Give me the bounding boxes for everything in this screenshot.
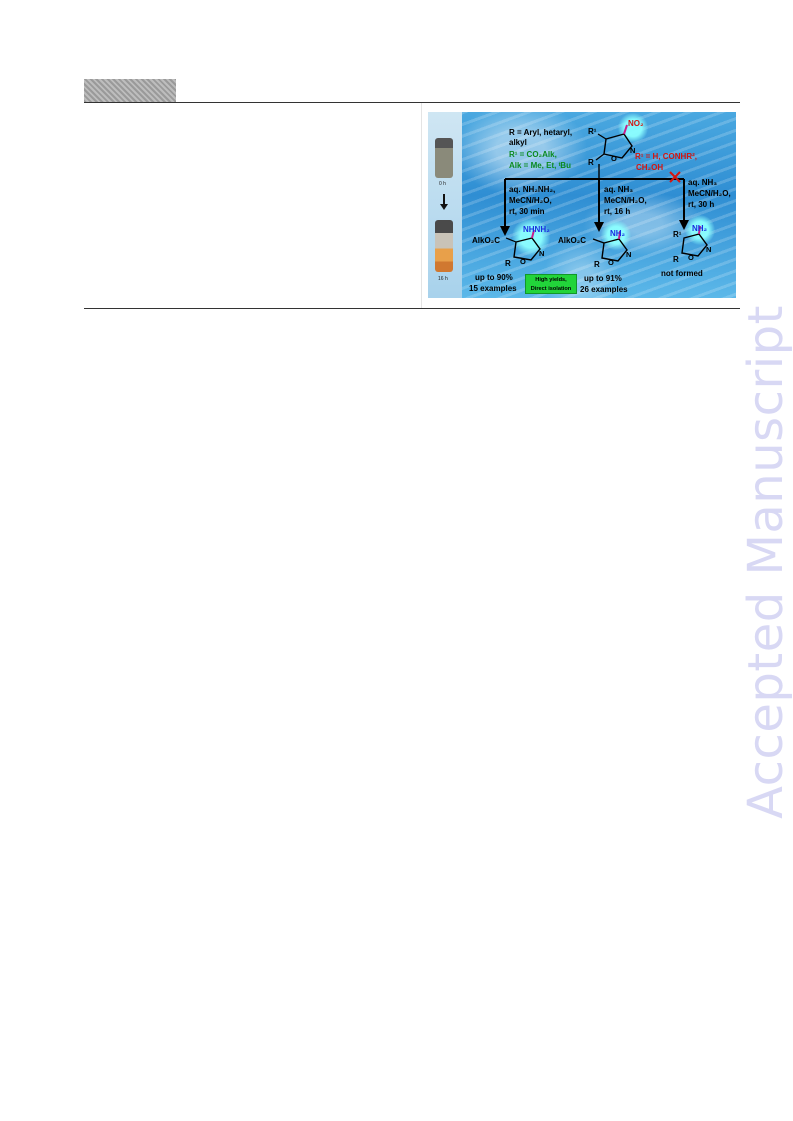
right-arrowhead — [679, 220, 689, 230]
bottom-rule — [84, 308, 740, 309]
vial-end — [435, 220, 453, 272]
amine-mid-glow — [601, 220, 631, 250]
substituent-r1-def: R¹ = CO₂Alk, — [509, 150, 557, 159]
badge-line1: High yields, — [535, 277, 567, 283]
mid-product-r: R — [594, 260, 600, 269]
start-r-label: R — [588, 158, 594, 167]
cond-mid-line3: rt, 16 h — [604, 207, 631, 216]
cond-right-line1: aq. NH₃ — [688, 178, 718, 187]
accepted-manuscript-watermark: Accepted Manuscript — [738, 305, 793, 819]
start-r1-bond — [597, 133, 607, 140]
mid-product-examples: 26 examples — [580, 285, 628, 294]
left-product-r: R — [505, 259, 511, 268]
mid-product-ester: AlkO₂C — [558, 236, 587, 245]
top-rule — [84, 102, 740, 103]
mid-product-ring — [601, 238, 628, 262]
left-product-examples: 15 examples — [469, 284, 517, 293]
nitro-glow — [618, 113, 648, 143]
reaction-scheme — [500, 124, 708, 262]
mid-product-yield: up to 91% — [584, 274, 622, 283]
right-product-r: R — [673, 255, 679, 264]
left-product-ester: AlkO₂C — [472, 236, 501, 245]
start-n-label: N — [630, 146, 636, 155]
cond-mid-line1: aq. NH₃ — [604, 185, 634, 194]
cross-mark-b — [669, 171, 681, 183]
failed-r1-line1: R¹ = H, CONHR², — [635, 152, 697, 161]
right-product-ring — [681, 233, 708, 257]
right-product-o: O — [688, 253, 694, 262]
graphical-abstract: 0 h 16 h — [428, 112, 736, 298]
down-arrow-icon — [440, 194, 448, 210]
start-r-bond — [595, 153, 605, 161]
left-product-o: O — [520, 257, 526, 266]
substituent-r-line1: R = Aryl, hetaryl, — [509, 128, 573, 137]
mid-product-n: N — [626, 250, 632, 259]
time-start-label: 0 h — [439, 181, 446, 187]
left-product-group: NHNH₂ — [523, 225, 550, 234]
mid-product-o: O — [608, 258, 614, 267]
failed-r1-line2: CH₂OH — [636, 163, 664, 172]
right-product-r1: R¹ — [673, 230, 682, 239]
start-nitro-bond — [623, 124, 628, 135]
mid-arrowhead — [594, 222, 604, 232]
mid-product-bond-group — [618, 230, 621, 240]
badge-line2: Direct isolation — [530, 286, 572, 292]
section-label-bar — [84, 79, 176, 102]
start-ring — [603, 133, 633, 159]
right-product-n: N — [706, 245, 712, 254]
substituent-r-line2: alkyl — [509, 138, 527, 147]
right-product-bond-group — [698, 225, 701, 235]
cond-right-line3: rt, 30 h — [688, 200, 715, 209]
cond-mid-line2: MeCN/H₂O, — [604, 196, 647, 205]
mid-product-bond-ester — [592, 238, 605, 244]
substituent-alk-def: Alk = Me, Et, ᵗBu — [509, 161, 571, 170]
left-arrowhead — [500, 226, 510, 236]
left-product-ring — [513, 237, 541, 261]
start-o-label: O — [611, 154, 617, 163]
cond-left-line2: MeCN/H₂O, — [509, 196, 552, 205]
column-divider — [421, 103, 422, 308]
left-product-bond-group — [531, 229, 535, 239]
time-end-label: 16 h — [438, 276, 448, 282]
vial-start — [435, 138, 453, 178]
left-product-n: N — [539, 249, 545, 258]
start-r1-label: R¹ — [588, 127, 597, 136]
highlight-badge: High yields, Direct isolation — [525, 274, 577, 294]
left-product-yield: up to 90% — [475, 273, 513, 282]
cond-left-line3: rt, 30 min — [509, 207, 545, 216]
right-product-group: NH₂ — [692, 224, 708, 233]
hydrazine-glow — [512, 218, 550, 256]
left-product-bond-ester — [505, 237, 517, 243]
vial-photo-panel: 0 h 16 h — [428, 112, 462, 298]
cond-right-line2: MeCN/H₂O, — [688, 189, 731, 198]
right-product-note: not formed — [661, 269, 703, 278]
start-nitro-label: NO₂ — [628, 119, 644, 128]
cond-left-line1: aq. NH₂NH₂, — [509, 185, 556, 194]
mid-product-group: NH₂ — [610, 229, 626, 238]
